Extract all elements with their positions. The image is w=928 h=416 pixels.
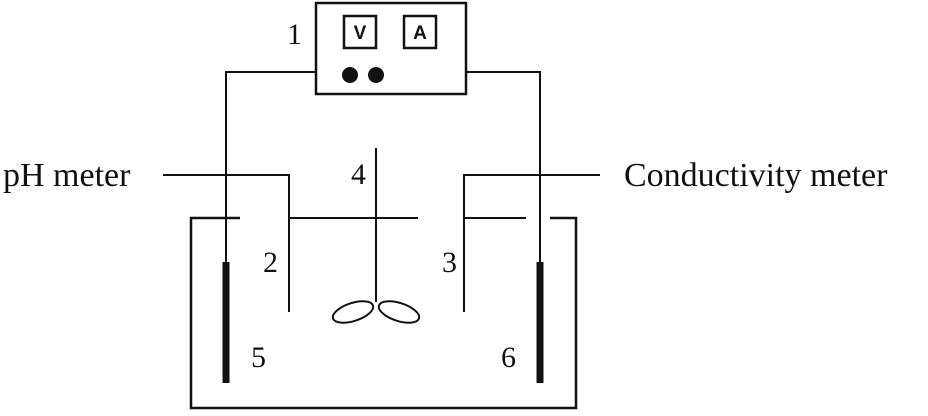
ammeter-label: A	[413, 23, 427, 44]
power-supply-box	[314, 1, 468, 96]
stirrer-blade-right	[377, 300, 421, 324]
stirrer-blade-left	[331, 300, 375, 324]
power-supply: V A	[314, 1, 468, 96]
wire-right	[466, 71, 541, 262]
ammeter-box	[402, 14, 438, 50]
label-number-6: 6	[501, 341, 516, 374]
vessel	[189, 216, 578, 410]
label-number-5: 5	[251, 341, 266, 374]
voltmeter-label: V	[354, 23, 367, 44]
stirrer	[331, 148, 421, 324]
label-number-1: 1	[287, 18, 302, 51]
conductivity-meter-label: Conductivity meter	[624, 157, 888, 194]
terminal-positive	[368, 67, 384, 83]
ph-meter-label: pH meter	[3, 157, 131, 194]
label-number-2: 2	[263, 246, 278, 279]
voltmeter-box	[342, 14, 378, 50]
label-number-4: 4	[351, 158, 366, 191]
label-number-3: 3	[442, 246, 457, 279]
wire-left	[225, 71, 316, 262]
conductivity-probe	[463, 174, 600, 312]
ph-probe	[163, 174, 290, 312]
terminal-negative	[342, 67, 358, 83]
